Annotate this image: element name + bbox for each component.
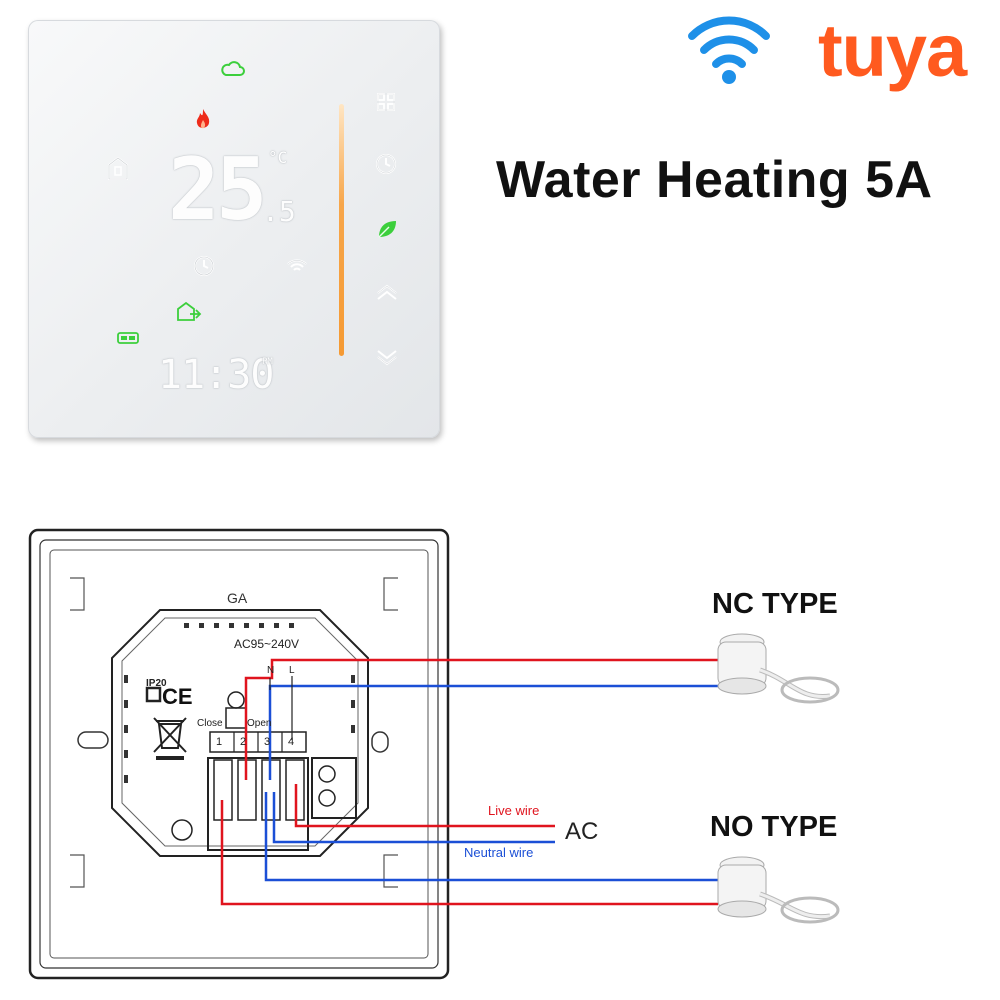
terminal-n-label: N: [267, 665, 275, 676]
wire-neutral-nc: [268, 684, 718, 780]
nc-valve-actuator: [717, 633, 840, 704]
ac-label: AC: [565, 818, 599, 845]
frame-clip: [70, 577, 85, 611]
neutral-wire-label: Neutral wire: [464, 845, 534, 860]
wire-neutral-ac: [272, 792, 555, 844]
side-vents: [124, 675, 355, 783]
wifi-icon: [688, 16, 770, 84]
chevron-up-icon[interactable]: [376, 284, 398, 300]
chevron-down-icon[interactable]: [376, 350, 398, 366]
open-label: Open: [247, 718, 272, 729]
fuse-component: [227, 691, 245, 709]
live-wire-label: Live wire: [488, 803, 540, 818]
backplate-body: [111, 609, 369, 857]
wire-live-ac: [294, 784, 555, 828]
terminal-l-label: L: [289, 665, 295, 676]
frame-clip: [383, 577, 398, 611]
screw-slot: [77, 731, 109, 749]
ip20-symbol: [145, 686, 162, 703]
terminal-1: 1: [216, 736, 223, 748]
clock-icon: [194, 256, 214, 276]
leaf-icon[interactable]: [376, 218, 398, 240]
frame-clip: [383, 854, 398, 888]
no-type-label: NO TYPE: [710, 811, 838, 843]
terminal-leads: [269, 676, 293, 740]
voltage-label: AC95~240V: [234, 637, 300, 651]
clock-suffix: PM: [262, 357, 273, 367]
close-label: Close: [197, 718, 223, 729]
vent-slots: [184, 623, 294, 628]
recycle-bin-icon: [153, 717, 187, 760]
ce-mark: CE: [162, 684, 193, 709]
cloud-icon: [221, 61, 245, 76]
backplate-plate: [49, 549, 429, 959]
backplate-outer-frame: [28, 528, 450, 980]
backplate-body-inner: [121, 617, 359, 847]
away-icon: [177, 301, 202, 321]
wire-neutral-no: [264, 792, 718, 882]
clock-display: 11:30: [158, 352, 274, 398]
fuse-base: [225, 707, 247, 729]
temperature-decimal: .5: [262, 195, 296, 228]
ip20-label: IP20: [146, 678, 167, 689]
nc-type-label: NC TYPE: [712, 588, 838, 620]
temperature-slider[interactable]: [339, 104, 344, 356]
mounting-hole: [171, 819, 193, 841]
temperature-unit: °C: [268, 148, 288, 167]
thermostat-front-panel: [28, 20, 440, 438]
tuya-logo: tuya: [818, 9, 967, 92]
wifi-small-icon: [287, 259, 307, 271]
backplate-inner-frame: [39, 539, 439, 969]
home-icon: [108, 156, 128, 180]
model-label: GA: [227, 590, 248, 606]
grid-icon[interactable]: [376, 92, 396, 112]
wiring-diagram: [28, 528, 840, 980]
wire-live-no: [220, 800, 718, 906]
no-valve-actuator: [717, 856, 840, 924]
wire-live-nc: [244, 658, 718, 780]
terminal-block: [207, 731, 357, 851]
frame-clip: [70, 854, 85, 888]
temperature-display: 25: [168, 140, 268, 240]
page-title: Water Heating 5A: [496, 151, 933, 209]
screw-slot: [371, 731, 389, 753]
terminal-4: 4: [288, 736, 295, 748]
battery-icon: [117, 332, 139, 344]
terminal-3: 3: [264, 736, 271, 748]
schedule-clock-icon[interactable]: [374, 152, 398, 176]
flame-icon: [196, 109, 210, 129]
terminal-2: 2: [240, 736, 247, 748]
